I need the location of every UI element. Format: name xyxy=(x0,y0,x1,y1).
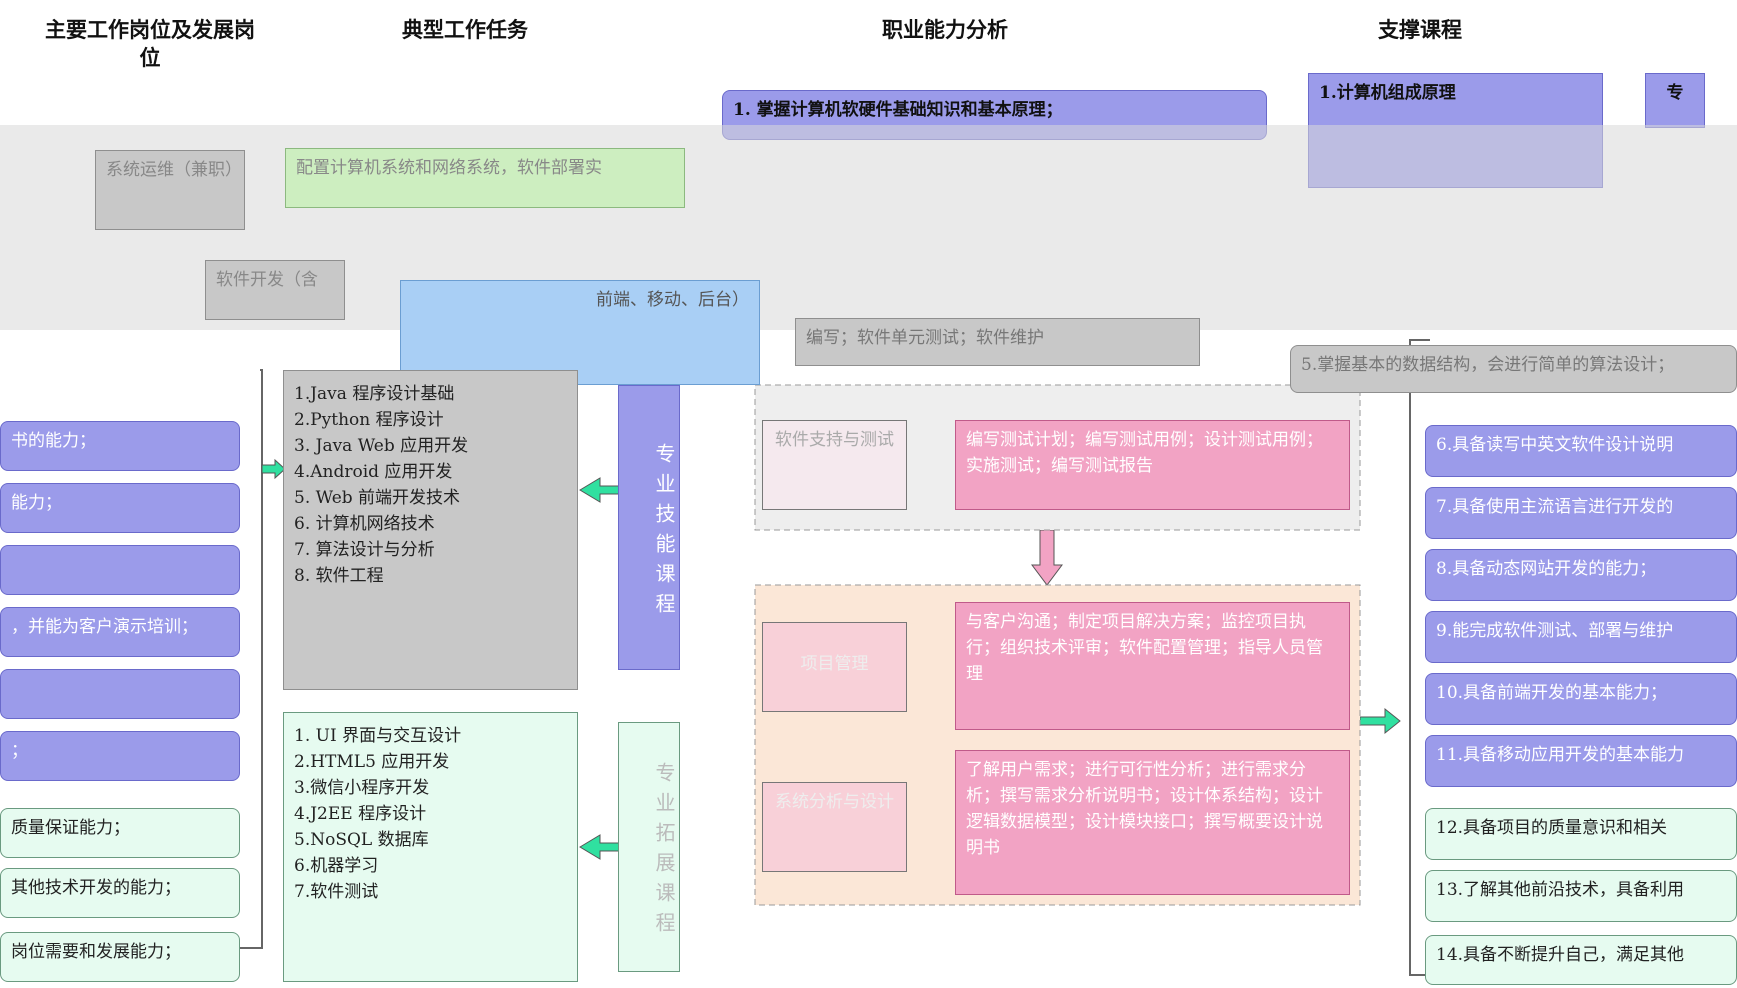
core-course: 8. 软件工程 xyxy=(294,566,384,586)
core-course: 2.Python 程序设计 xyxy=(294,410,444,430)
left-ability xyxy=(0,669,240,719)
position-support: 软件支持与测试 xyxy=(762,420,907,510)
position-pm: 项目管理 xyxy=(762,622,907,712)
right-ability: 7.具备使用主流语言进行开发的 xyxy=(1425,487,1737,539)
arrow-right xyxy=(1359,707,1401,735)
ext-course: 4.J2EE 程序设计 xyxy=(294,804,427,824)
tasks-pm: 与客户沟通；制定项目解决方案；监控项目执行；组织技术评审；软件配置管理；指导人员… xyxy=(955,602,1350,730)
header-courses: 支撑课程 xyxy=(1378,17,1462,42)
ext-course: 1. UI 界面与交互设计 xyxy=(294,726,462,746)
header-abilities: 职业能力分析 xyxy=(882,17,1008,42)
position-dev: 软件开发（含 xyxy=(205,260,345,320)
core-course: 6. 计算机网络技术 xyxy=(294,514,435,534)
ability-5: 5.掌握基本的数据结构，会进行简单的算法设计； xyxy=(1290,345,1737,393)
ext-course: 3.微信小程序开发 xyxy=(294,778,430,798)
core-course: 4.Android 应用开发 xyxy=(294,462,453,482)
right-ability: 10.具备前端开发的基本能力； xyxy=(1425,673,1737,725)
header-positions: 主要工作岗位及发展岗位 xyxy=(45,17,255,70)
core-courses-list: 1.Java 程序设计基础 2.Python 程序设计 3. Java Web … xyxy=(283,370,578,690)
top-course-side: 专 xyxy=(1645,73,1705,128)
left-ability: ； xyxy=(0,731,240,781)
left-ability: ，并能为客户演示培训； xyxy=(0,607,240,657)
position-ops: 系统运维（兼职） xyxy=(95,150,245,230)
arrow-down xyxy=(1031,529,1063,586)
ext-course: 5.NoSQL 数据库 xyxy=(294,830,429,850)
right-ability: 9.能完成软件测试、部署与维护 xyxy=(1425,611,1737,663)
right-green: 13.了解其他前沿技术，具备利用 xyxy=(1425,870,1737,922)
right-ability: 11.具备移动应用开发的基本能力 xyxy=(1425,735,1737,787)
core-courses-title: 专业技能课程 xyxy=(618,385,680,670)
left-bracket xyxy=(240,369,263,949)
right-green: 12.具备项目的质量意识和相关 xyxy=(1425,808,1737,860)
left-ability: 能力； xyxy=(0,483,240,533)
position-sa: 系统分析与设计 xyxy=(762,782,907,872)
left-ability: 书的能力； xyxy=(0,421,240,471)
arrow-left-small xyxy=(261,458,286,480)
right-ability: 6.具备读写中英文软件设计说明 xyxy=(1425,425,1737,477)
left-green: 岗位需要和发展能力； xyxy=(0,932,240,982)
task-dev: 前端、移动、后台） xyxy=(400,280,760,385)
core-course: 1.Java 程序设计基础 xyxy=(294,384,455,404)
ext-course: 2.HTML5 应用开发 xyxy=(294,752,450,772)
core-course: 5. Web 前端开发技术 xyxy=(294,488,461,508)
header-tasks: 典型工作任务 xyxy=(402,17,528,42)
tasks-sa: 了解用户需求；进行可行性分析；进行需求分析；撰写需求分析说明书；设计体系结构；设… xyxy=(955,750,1350,895)
task-dev-detail: 编写；软件单元测试；软件维护 xyxy=(795,318,1200,366)
ext-course: 6.机器学习 xyxy=(294,856,379,876)
ext-course: 7.软件测试 xyxy=(294,882,379,902)
left-ability xyxy=(0,545,240,595)
task-top: 配置计算机系统和网络系统，软件部署实 xyxy=(285,148,685,208)
core-course: 3. Java Web 应用开发 xyxy=(294,436,469,456)
core-course: 7. 算法设计与分析 xyxy=(294,540,435,560)
right-green: 14.具备不断提升自己，满足其他 xyxy=(1425,935,1737,985)
right-ability: 8.具备动态网站开发的能力； xyxy=(1425,549,1737,601)
tasks-support: 编写测试计划；编写测试用例；设计测试用例；实施测试；编写测试报告 xyxy=(955,420,1350,510)
ext-courses-title: 专业拓展课程 xyxy=(618,722,680,972)
right-bracket xyxy=(1409,339,1430,976)
ext-courses-list: 1. UI 界面与交互设计 2.HTML5 应用开发 3.微信小程序开发 4.J… xyxy=(283,712,578,982)
left-green: 质量保证能力； xyxy=(0,808,240,858)
left-green: 其他技术开发的能力； xyxy=(0,868,240,918)
